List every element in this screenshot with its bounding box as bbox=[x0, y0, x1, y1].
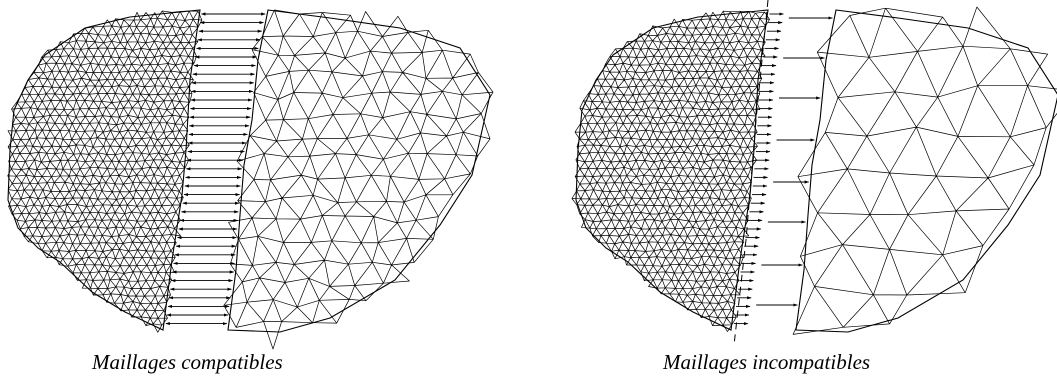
coarse-mesh bbox=[224, 10, 493, 349]
caption-incompatible-meshes: Maillages incompatibles bbox=[663, 350, 870, 374]
coarse-mesh-outline bbox=[228, 10, 490, 332]
fine-mesh bbox=[8, 11, 202, 332]
coarse-mesh bbox=[793, 7, 1057, 334]
caption-compatible-meshes: Maillages compatibles bbox=[92, 350, 283, 374]
fine-mesh bbox=[572, 11, 770, 332]
compatible-mesh-panel bbox=[8, 10, 493, 349]
incompatible-mesh-panel bbox=[572, 0, 1057, 345]
